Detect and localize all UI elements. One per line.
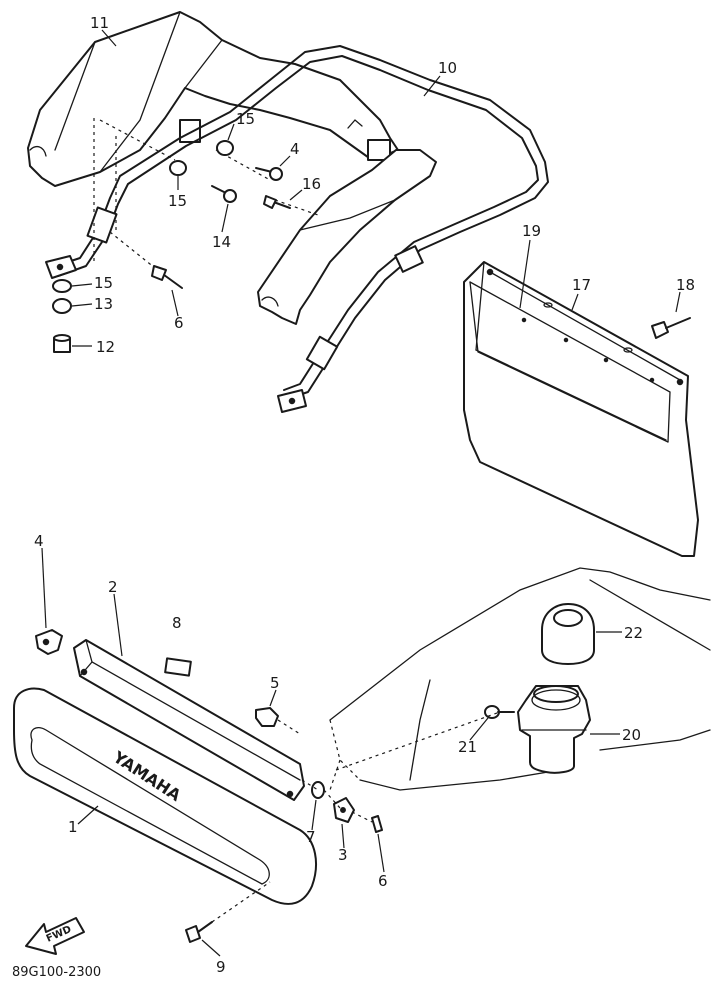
part-22-cap (541, 603, 622, 665)
callout-6: 6 (378, 872, 388, 890)
callout-16: 16 (302, 175, 321, 193)
washer-15-lower (52, 279, 72, 293)
part-11-right-arm (257, 149, 437, 325)
bolt-4 (269, 167, 283, 181)
callout-2: 2 (108, 578, 118, 596)
upper-fasteners (52, 140, 291, 353)
part-11-rear-fender-bracket (27, 11, 399, 187)
callout-12: 12 (96, 338, 115, 356)
callout-17: 17 (572, 276, 591, 294)
part-4-clip (35, 629, 63, 655)
part-18-rivet (651, 317, 691, 339)
callout-numbers: 11 10 15 4 15 16 14 15 13 12 6 19 17 18 … (12, 14, 695, 980)
callout-7: 7 (306, 828, 316, 846)
part-9-screw (185, 881, 271, 943)
part-1-front-cowl: YAMAHA (13, 687, 317, 905)
diagram-code: 89G100-2300 (12, 965, 101, 980)
part-10-grab-bar (45, 45, 549, 413)
part-21-plug (484, 705, 515, 719)
callout-11: 11 (90, 14, 109, 32)
rivet-6 (151, 265, 167, 281)
fwd-arrow-icon: FWD (25, 917, 85, 955)
callout-4: 4 (290, 140, 300, 158)
callout-6: 6 (174, 314, 184, 332)
callout-21: 21 (458, 738, 477, 756)
part-6-pin (371, 815, 383, 833)
callout-20: 20 (622, 726, 641, 744)
callout-15: 15 (236, 110, 255, 128)
body-outline (329, 567, 711, 791)
part-5-clip (255, 707, 301, 735)
callout-8: 8 (172, 614, 182, 632)
callout-5: 5 (270, 674, 280, 692)
callout-3: 3 (338, 846, 348, 864)
upper-assembly-lines (93, 118, 319, 269)
callout-10: 10 (438, 59, 457, 77)
callout-1: 1 (68, 818, 78, 836)
callout-4: 4 (34, 532, 44, 550)
part-2-bracket (73, 639, 305, 801)
rivet-16 (263, 195, 277, 209)
callout-13: 13 (94, 295, 113, 313)
callout-14: 14 (212, 233, 231, 251)
callout-18: 18 (676, 276, 695, 294)
callout-15: 15 (94, 274, 113, 292)
part-19-mud-flap (463, 261, 699, 557)
nut-13 (52, 298, 72, 314)
washer-15-right (216, 140, 234, 156)
bolt-14 (223, 189, 237, 203)
lower-assembly-lines (301, 711, 501, 823)
part-3-clip (333, 797, 355, 823)
part-8-label (164, 657, 192, 677)
callout-22: 22 (624, 624, 643, 642)
washer-15-left (169, 160, 187, 176)
callout-9: 9 (216, 958, 226, 976)
callout-15: 15 (168, 192, 187, 210)
part-7-washer (311, 781, 325, 799)
callout-19: 19 (522, 222, 541, 240)
part-20-grommet (517, 685, 620, 774)
leader-lines (41, 29, 681, 957)
